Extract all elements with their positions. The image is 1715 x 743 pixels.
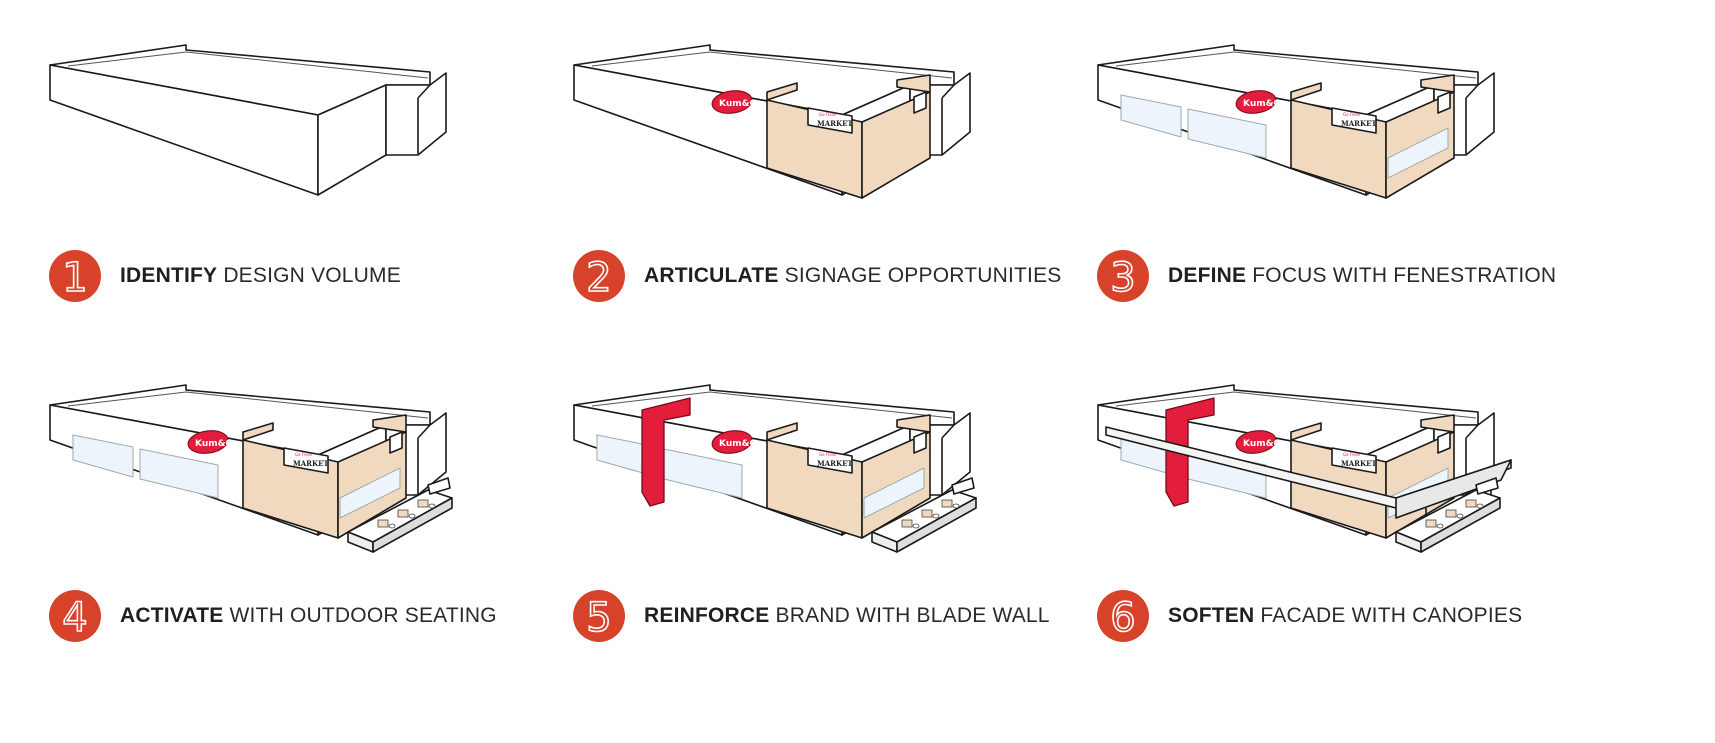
step-description: WITH OUTDOOR SEATING	[223, 604, 497, 627]
brand-logo: Kum&Go	[187, 430, 239, 454]
step-description: DESIGN VOLUME	[217, 264, 401, 287]
outdoor-seating	[871, 477, 977, 553]
step-caption: 3 DEFINE FOCUS WITH FENESTRATION	[1096, 246, 1556, 306]
market-sign: MARKET Go Fresh	[1331, 431, 1451, 474]
market-volume: MARKET Go Fresh	[242, 414, 407, 539]
step-keyword: ACTIVATE	[120, 604, 224, 627]
step-number-badge: 3	[1096, 249, 1150, 303]
step-panel-4: MARKET Go Fresh Kum&Go 4 ACTIVATE WITH OUTDO…	[48, 380, 518, 710]
step-number-badge: 4	[48, 589, 102, 643]
step-description: FOCUS WITH FENESTRATION	[1246, 264, 1557, 287]
market-sign-small: Go Fresh	[819, 112, 837, 117]
brand-logo: Kum&Go	[1235, 90, 1287, 114]
step-keyword: IDENTIFY	[120, 264, 218, 287]
step-panel-2: MARKET Go Fresh Kum&Go 2 ARTICULATE SIGNAGE …	[572, 40, 1061, 370]
step-description: SIGNAGE OPPORTUNITIES	[778, 264, 1062, 287]
step-number-badge: 6	[1096, 589, 1150, 643]
building-illustration: MARKET Go Fresh Kum&Go	[49, 384, 453, 553]
step-caption-text: SOFTEN FACADE WITH CANOPIES	[1168, 604, 1522, 628]
step-panel-3: MARKET Go Fresh Kum&Go 3 DEFINE FOCUS WITH F…	[1096, 40, 1566, 370]
building-volume	[49, 44, 447, 196]
step-keyword: DEFINE	[1168, 264, 1247, 287]
building-illustration	[49, 44, 447, 196]
market-sign: MARKET Go Fresh	[1331, 91, 1451, 134]
brand-logo: Kum&Go	[711, 430, 763, 454]
badge-number: 6	[1110, 595, 1135, 641]
step-caption-text: ACTIVATE WITH OUTDOOR SEATING	[120, 604, 497, 628]
step-keyword: SOFTEN	[1168, 604, 1255, 627]
badge-number: 1	[62, 255, 87, 301]
step-caption: 1 IDENTIFY DESIGN VOLUME	[48, 246, 401, 306]
market-sign-small: Go Fresh	[819, 452, 837, 457]
badge-circle	[49, 590, 101, 642]
step-panel-1: 1 IDENTIFY DESIGN VOLUME	[48, 40, 518, 370]
step-caption-text: ARTICULATE SIGNAGE OPPORTUNITIES	[644, 264, 1062, 288]
tan-window-band	[863, 467, 925, 519]
outdoor-seating	[1395, 477, 1501, 553]
market-volume: MARKET Go Fresh	[766, 74, 931, 199]
market-sign: MARKET Go Fresh	[807, 91, 927, 134]
market-sign-text: MARKET	[817, 119, 853, 128]
brand-logo-text: Kum&Go	[1243, 439, 1287, 449]
brand-logo-text: Kum&Go	[719, 99, 763, 109]
market-sign-text: MARKET	[817, 459, 853, 468]
market-sign: MARKET Go Fresh	[807, 431, 927, 474]
step-caption-text: IDENTIFY DESIGN VOLUME	[120, 264, 401, 288]
step-description: FACADE WITH CANOPIES	[1254, 604, 1523, 627]
blade-wall	[641, 397, 691, 507]
market-volume: MARKET Go Fresh	[766, 414, 931, 539]
market-sign-text: MARKET	[1341, 119, 1377, 128]
brand-logo-text: Kum&Go	[195, 439, 239, 449]
market-sign-small: Go Fresh	[1343, 452, 1361, 457]
badge-number: 2	[586, 255, 611, 301]
building-illustration: MARKET Go Fresh Kum&Go	[1097, 384, 1512, 553]
brand-logo: Kum&Go	[711, 90, 763, 114]
building-illustration: MARKET Go Fresh Kum&Go	[573, 44, 971, 199]
market-sign: MARKET Go Fresh	[283, 431, 403, 474]
step-caption-text: DEFINE FOCUS WITH FENESTRATION	[1168, 264, 1556, 288]
badge-number: 5	[586, 595, 611, 641]
blade-wall	[1165, 397, 1215, 507]
brand-logo-text: Kum&Go	[719, 439, 763, 449]
step-caption: 5 REINFORCE BRAND WITH BLADE WALL	[572, 586, 1050, 646]
step-keyword: REINFORCE	[644, 604, 770, 627]
tan-window-band	[1387, 127, 1449, 179]
step-caption: 2 ARTICULATE SIGNAGE OPPORTUNITIES	[572, 246, 1062, 306]
outdoor-seating	[347, 477, 453, 553]
step-caption-text: REINFORCE BRAND WITH BLADE WALL	[644, 604, 1050, 628]
step-number-badge: 5	[572, 589, 626, 643]
badge-circle	[1097, 250, 1149, 302]
market-sign-text: MARKET	[1341, 459, 1377, 468]
tan-window-band	[339, 467, 401, 519]
building-illustration: MARKET Go Fresh Kum&Go	[1097, 44, 1495, 199]
step-number-badge: 1	[48, 249, 102, 303]
step-description: BRAND WITH BLADE WALL	[769, 604, 1050, 627]
badge-circle	[1097, 590, 1149, 642]
step-number-badge: 2	[572, 249, 626, 303]
step-panel-5: MARKET Go Fresh Kum&Go 5 REINFORCE BRAND WIT…	[572, 380, 1049, 710]
badge-circle	[49, 250, 101, 302]
market-sign-text: MARKET	[293, 459, 329, 468]
step-caption: 6 SOFTEN FACADE WITH CANOPIES	[1096, 586, 1522, 646]
building-illustration: MARKET Go Fresh Kum&Go	[573, 384, 977, 553]
badge-number: 4	[62, 595, 87, 641]
brand-logo-text: Kum&Go	[1243, 99, 1287, 109]
badge-circle	[573, 250, 625, 302]
market-sign-small: Go Fresh	[1343, 112, 1361, 117]
badge-number: 3	[1110, 255, 1135, 301]
step-caption: 4 ACTIVATE WITH OUTDOOR SEATING	[48, 586, 497, 646]
badge-circle	[573, 590, 625, 642]
step-keyword: ARTICULATE	[644, 264, 779, 287]
brand-logo: Kum&Go	[1235, 430, 1287, 454]
market-sign-small: Go Fresh	[295, 452, 313, 457]
step-panel-6: MARKET Go Fresh Kum&Go 6 SOFTEN FACADE WITH …	[1096, 380, 1566, 710]
